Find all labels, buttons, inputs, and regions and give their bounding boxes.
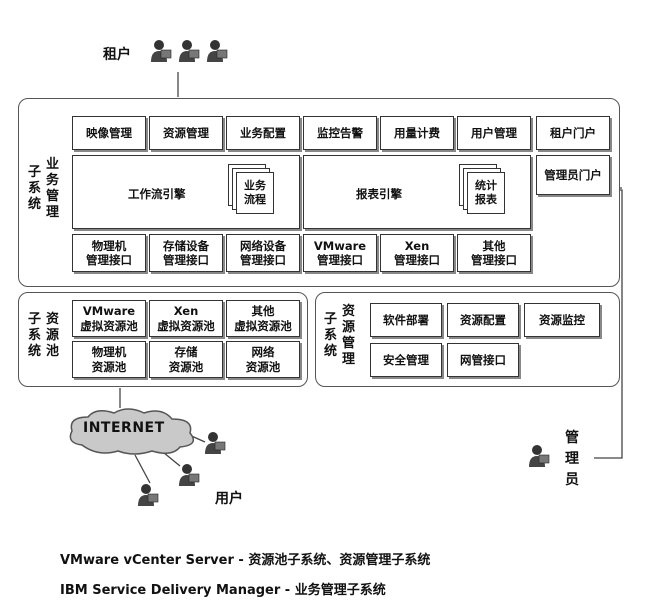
- report-document-icon: 统计 报表: [459, 164, 505, 214]
- security-management-box: 安全管理: [370, 343, 442, 377]
- internet-user-icon-1: [204, 430, 226, 460]
- storage-device-interface-box: 存储设备 管理接口: [149, 234, 223, 272]
- footer-line-2: IBM Service Delivery Manager - 业务管理子系统: [60, 583, 386, 598]
- business-config-box: 业务配置: [226, 116, 300, 150]
- xen-interface-box: Xen 管理接口: [380, 234, 454, 272]
- resmgmt-title-right: 资源管理: [342, 304, 356, 367]
- user-label: 用户: [215, 491, 243, 507]
- administrator-icon: [528, 443, 550, 473]
- tenant-portal-box: 租户门户: [536, 116, 610, 150]
- network-management-interface-box: 网管接口: [447, 343, 519, 377]
- internet-user-icon-3: [137, 482, 159, 512]
- other-virtual-pool-box: 其他 虚拟资源池: [226, 300, 300, 337]
- software-deployment-box: 软件部署: [370, 303, 442, 337]
- monitoring-alert-box: 监控告警: [303, 116, 377, 150]
- business-title-right: 业务管理: [46, 157, 60, 220]
- report-engine-box: 报表引擎 统计 报表: [303, 155, 531, 229]
- resource-monitoring-box: 资源监控: [524, 303, 600, 337]
- administrator-label: 管理员: [565, 430, 579, 488]
- pool-title-right: 资源池: [46, 312, 60, 359]
- tenant-user-icon-1: [150, 38, 172, 68]
- resource-management-box: 资源管理: [149, 116, 223, 150]
- tenant-user-icon-2: [178, 38, 200, 68]
- storage-pool-box: 存储 资源池: [149, 341, 223, 378]
- pool-title-left: 子系统: [28, 312, 42, 359]
- xen-virtual-pool-box: Xen 虚拟资源池: [149, 300, 223, 337]
- report-engine-label: 报表引擎: [356, 187, 402, 201]
- vmware-interface-box: VMware 管理接口: [303, 234, 377, 272]
- admin-portal-box: 管理员门户: [536, 155, 610, 195]
- tenant-user-icon-3: [206, 38, 228, 68]
- business-title-left: 子系统: [28, 165, 42, 212]
- workflow-engine-box: 工作流引擎 业务 流程: [72, 155, 300, 229]
- internet-user-icon-2: [178, 462, 200, 492]
- internet-cloud-icon: [69, 408, 195, 455]
- workflow-document-icon: 业务 流程: [228, 164, 274, 214]
- other-interface-box: 其他 管理接口: [457, 234, 531, 272]
- physical-machine-pool-box: 物理机 资源池: [72, 341, 146, 378]
- network-device-interface-box: 网络设备 管理接口: [226, 234, 300, 272]
- user-management-box: 用户管理: [457, 116, 531, 150]
- internet-label: INTERNET: [83, 420, 165, 436]
- usage-billing-box: 用量计费: [380, 116, 454, 150]
- footer-line-1: VMware vCenter Server - 资源池子系统、资源管理子系统: [60, 553, 431, 568]
- tenant-label: 租户: [103, 47, 131, 63]
- physical-machine-interface-box: 物理机 管理接口: [72, 234, 146, 272]
- resmgmt-title-left: 子系统: [324, 312, 338, 359]
- vmware-virtual-pool-box: VMware 虚拟资源池: [72, 300, 146, 337]
- resource-config-box: 资源配置: [447, 303, 519, 337]
- image-management-box: 映像管理: [72, 116, 146, 150]
- workflow-engine-label: 工作流引擎: [128, 187, 186, 201]
- network-pool-box: 网络 资源池: [226, 341, 300, 378]
